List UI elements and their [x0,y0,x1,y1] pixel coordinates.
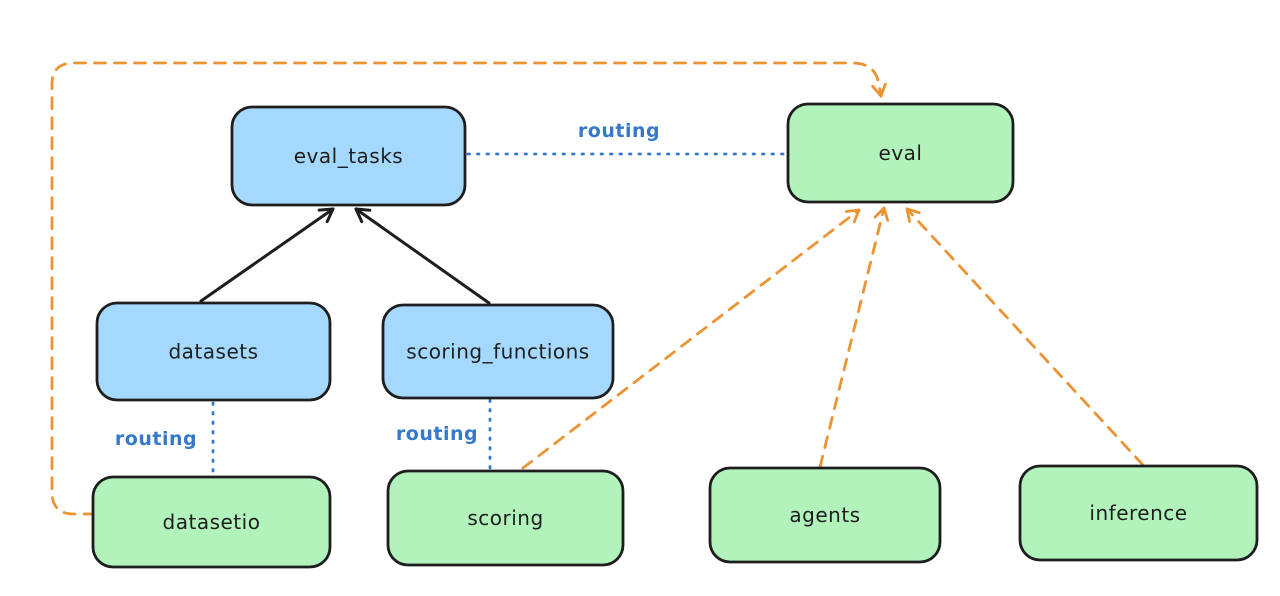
node-datasetio-label: datasetio [163,510,261,534]
edge-agents-to-eval [818,206,890,469]
node-datasetio-box [91,475,332,569]
routing-label-datasets-datasetio: routing [115,428,197,450]
node-agents-label: agents [789,503,860,527]
node-eval-tasks: eval_tasks [230,105,467,207]
node-datasets: datasets [95,301,332,402]
node-scoring-functions: scoring_functions [381,303,615,400]
node-scoring: scoring [386,469,625,567]
node-agents: agents [708,466,942,564]
node-scoring-functions-box [381,303,615,400]
routing-label-scoring-functions-scoring: routing [396,423,478,445]
node-eval-label: eval [879,141,923,165]
node-eval-tasks-label: eval_tasks [294,144,403,168]
node-inference: inference [1018,464,1259,562]
node-scoring-functions-label: scoring_functions [406,340,589,364]
edge-inference-to-eval [905,207,1145,467]
node-eval-box [786,102,1015,204]
node-eval: eval [786,102,1015,204]
node-datasets-label: datasets [168,340,258,364]
node-eval-tasks-box [230,105,467,207]
node-agents-box [708,466,942,564]
edge-datasets-to-eval-tasks [199,207,335,303]
node-scoring-box [386,469,625,567]
node-scoring-label: scoring [467,506,543,530]
node-inference-label: inference [1089,501,1187,525]
node-datasets-box [95,301,332,402]
edge-scoring-functions-to-eval-tasks [354,207,491,305]
edge-datasetio-to-eval [50,61,887,516]
node-inference-box [1018,464,1259,562]
node-datasetio: datasetio [91,475,332,569]
routing-label-eval-tasks-eval: routing [578,120,660,142]
edge-scoring-to-eval [521,208,861,470]
